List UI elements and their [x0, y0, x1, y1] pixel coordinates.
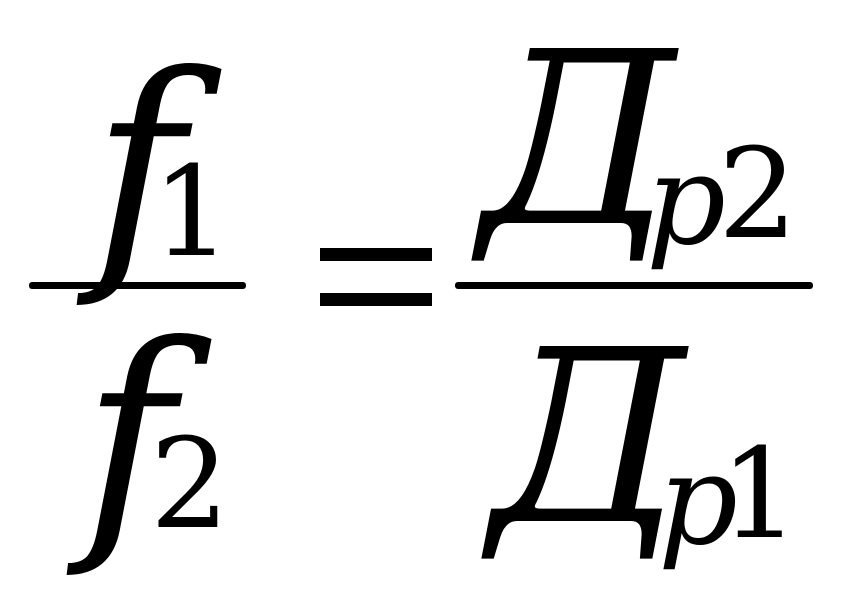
right-denominator-subscript-digit: 1	[720, 422, 800, 567]
left-numerator-subscript: 1	[152, 140, 232, 285]
right-numerator-symbol: Д	[480, 0, 676, 280]
equals-bar-bottom	[320, 293, 432, 306]
left-numerator-symbol: f	[92, 21, 185, 312]
left-denominator-subscript: 2	[150, 412, 230, 557]
right-denominator-subscript-letter: p	[658, 428, 739, 573]
right-fraction-bar	[455, 282, 813, 289]
right-numerator-subscript-digit: 2	[718, 122, 798, 267]
equals-bar-top	[320, 248, 432, 261]
left-denominator-symbol: f	[82, 291, 175, 582]
right-numerator-subscript-letter: p	[646, 128, 727, 273]
right-denominator-symbol: Д	[490, 298, 686, 578]
left-fraction-bar	[29, 282, 246, 289]
